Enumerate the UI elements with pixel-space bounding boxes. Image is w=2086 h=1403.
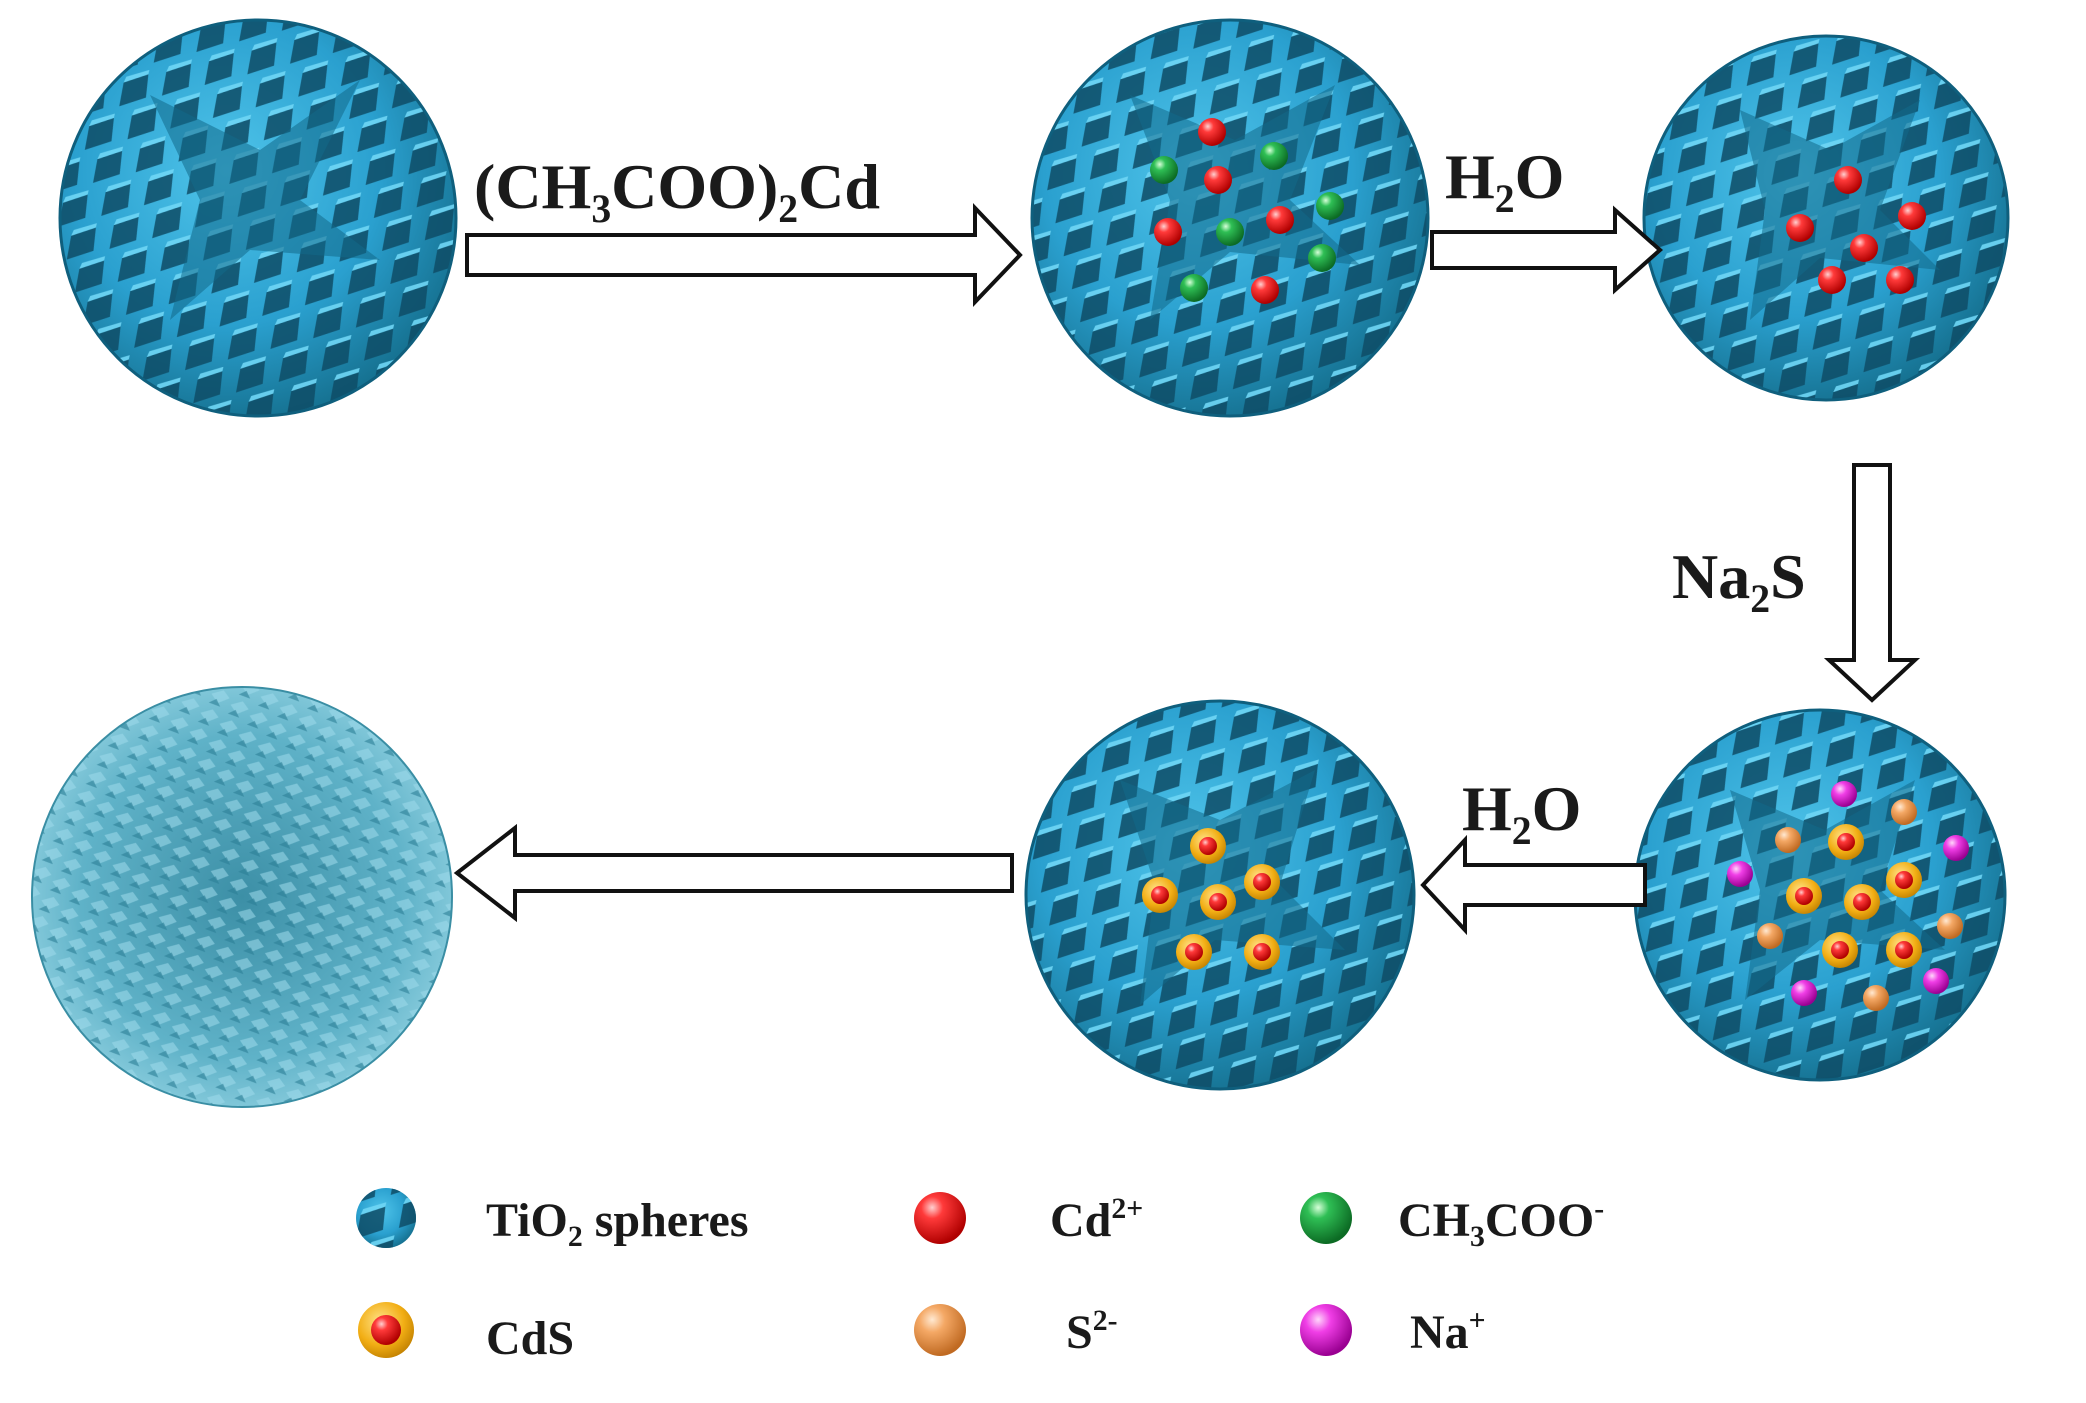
cd-ion <box>1154 218 1182 246</box>
legend-item-cd: Cd2+ <box>914 1192 1143 1247</box>
step-1-label: (CH3COO)2Cd <box>474 151 880 231</box>
legend-label-tio2: TiO2 spheres <box>486 1194 749 1253</box>
cd-ion <box>1886 266 1914 294</box>
arrow-step-4 <box>1420 834 1647 936</box>
sulfide-ion <box>1757 923 1783 949</box>
legend-label-s2: S2- <box>1066 1304 1118 1359</box>
sulfide-ion <box>1775 827 1801 853</box>
legend-label-cd: Cd2+ <box>1050 1192 1143 1247</box>
cds-particle <box>1844 884 1880 920</box>
sodium-ion-icon <box>1300 1304 1352 1356</box>
tio2-sphere-initial <box>58 18 458 418</box>
legend-item-cds: CdS <box>358 1302 574 1365</box>
cds-particle <box>1200 884 1236 920</box>
cd-ion <box>1834 166 1862 194</box>
cd-ion-icon <box>914 1192 966 1244</box>
sulfide-ion <box>1891 799 1917 825</box>
cds-tio2-sem-sphere <box>31 686 453 1108</box>
legend-item-na: Na+ <box>1300 1304 1486 1359</box>
cd-ion <box>1898 202 1926 230</box>
legend-label-cds: CdS <box>486 1312 574 1365</box>
cd-ion <box>1818 266 1846 294</box>
cd-ion <box>1198 118 1226 146</box>
acetate-ion <box>1216 218 1244 246</box>
cds-particle <box>1244 934 1280 970</box>
cds-particle <box>1244 864 1280 900</box>
arrow-step-3 <box>1823 463 1921 703</box>
sodium-ion <box>1727 861 1753 887</box>
cds-particle <box>1886 862 1922 898</box>
legend: TiO2 spheres Cd2+ CH3COO- CdS S2- <box>356 1188 1604 1365</box>
arrow-step-5 <box>453 823 1014 923</box>
arrow-step-1 <box>465 203 1023 307</box>
sodium-ion <box>1943 835 1969 861</box>
tio2-sphere-cd-ions <box>1642 34 2010 402</box>
cd-ion <box>1266 206 1294 234</box>
acetate-ion <box>1316 192 1344 220</box>
step-3-label: Na2S <box>1672 541 1806 621</box>
legend-item-tio2: TiO2 spheres <box>356 1188 749 1253</box>
arrow-step-2 <box>1430 205 1664 295</box>
acetate-ion <box>1150 156 1178 184</box>
acetate-ion <box>1180 274 1208 302</box>
cds-particle <box>1886 932 1922 968</box>
step-4-label: H2O <box>1462 773 1581 853</box>
legend-label-acetate: CH3COO- <box>1398 1192 1604 1253</box>
cd-ion <box>1786 214 1814 242</box>
acetate-ion <box>1308 244 1336 272</box>
cds-particle <box>1190 828 1226 864</box>
legend-item-s2: S2- <box>914 1304 1118 1359</box>
acetate-ion-icon <box>1300 1192 1352 1244</box>
cds-particle <box>1828 824 1864 860</box>
legend-label-na: Na+ <box>1410 1304 1486 1359</box>
cds-particle <box>1786 878 1822 914</box>
cd-ion <box>1251 276 1279 304</box>
cd-ion <box>1850 234 1878 262</box>
sodium-ion <box>1791 980 1817 1006</box>
cd-ion <box>1204 166 1232 194</box>
legend-item-acetate: CH3COO- <box>1300 1192 1604 1253</box>
cds-particle <box>1176 934 1212 970</box>
sulfide-ion <box>1937 913 1963 939</box>
sulfide-ion <box>1863 985 1889 1011</box>
step-2-label: H2O <box>1445 141 1564 221</box>
acetate-ion <box>1260 142 1288 170</box>
sodium-ion <box>1923 968 1949 994</box>
cds-particle <box>1142 877 1178 913</box>
sulfide-ion-icon <box>914 1304 966 1356</box>
cds-particle <box>1822 932 1858 968</box>
sodium-ion <box>1831 781 1857 807</box>
particle-layer <box>1142 118 1969 1011</box>
